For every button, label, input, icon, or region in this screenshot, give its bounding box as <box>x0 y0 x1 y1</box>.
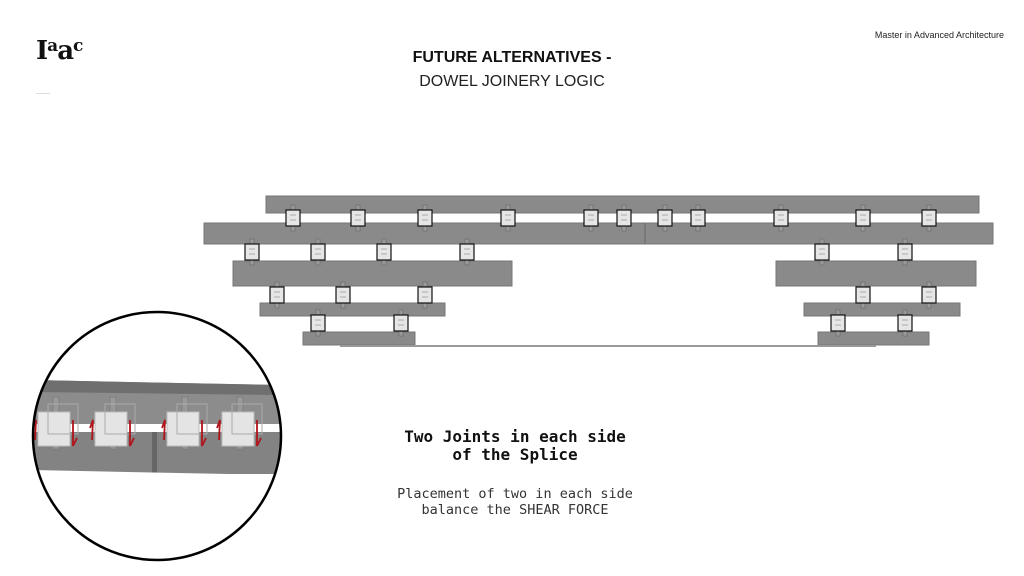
beam <box>259 302 446 317</box>
joint-block <box>616 209 632 227</box>
base-line <box>340 345 876 347</box>
joint-block <box>244 243 260 261</box>
joint-block <box>897 243 913 261</box>
beam <box>817 331 930 346</box>
joint-block <box>830 314 846 332</box>
joint-block <box>459 243 475 261</box>
shear-arrow-icon <box>161 419 207 447</box>
detail-joint-outline <box>231 403 263 435</box>
caption-desc-line: balance the SHEAR FORCE <box>421 502 609 518</box>
detail-below <box>33 470 280 490</box>
detail-circle-outline <box>31 310 283 562</box>
detail-joint-outline <box>47 403 79 435</box>
joint-block <box>855 286 871 304</box>
detail-joint-outline <box>104 403 136 435</box>
slide-subtitle: DOWEL JOINERY LOGIC <box>419 73 605 90</box>
joint-block <box>921 209 937 227</box>
detail-joint-block <box>221 411 255 447</box>
detail-beam-edge <box>33 380 280 395</box>
joint-block <box>855 209 871 227</box>
joint-block <box>310 314 326 332</box>
program-name: Master in Advanced Architecture <box>874 30 1004 40</box>
joint-block <box>814 243 830 261</box>
shear-arrow-icon <box>216 419 262 447</box>
beam <box>803 302 961 317</box>
caption-desc-line: Placement of two in each side <box>397 486 633 502</box>
beam <box>775 260 977 287</box>
detail-joint-block <box>166 411 200 447</box>
joint-block <box>417 209 433 227</box>
joint-block <box>335 286 351 304</box>
iaac-logo: Iaac <box>36 36 83 66</box>
joint-block <box>657 209 673 227</box>
joint-block <box>310 243 326 261</box>
joint-block <box>773 209 789 227</box>
shear-arrow-icon <box>89 419 135 447</box>
joint-block <box>350 209 366 227</box>
caption-heading-line: of the Splice <box>452 445 578 464</box>
joint-block <box>269 286 285 304</box>
caption-heading-line: Two Joints in each side <box>404 427 626 446</box>
detail-joint-block <box>37 411 71 447</box>
detail-gap <box>33 424 280 432</box>
joint-block <box>690 209 706 227</box>
detail-splice <box>152 432 157 474</box>
joint-block <box>285 209 301 227</box>
caption-description: Placement of two in each side balance th… <box>340 486 690 518</box>
detail-joint-block <box>94 411 128 447</box>
detail-zoom <box>33 380 280 490</box>
caption-heading: Two Joints in each side of the Splice <box>340 428 690 464</box>
joint-block <box>500 209 516 227</box>
joint-block <box>393 314 409 332</box>
joint-block <box>897 314 913 332</box>
joint-block <box>376 243 392 261</box>
joint-block <box>417 286 433 304</box>
logo-divider <box>36 93 50 94</box>
slide-title: FUTURE ALTERNATIVES - <box>412 49 612 66</box>
detail-joint-outline <box>176 403 208 435</box>
joint-block <box>583 209 599 227</box>
joint-block <box>921 286 937 304</box>
